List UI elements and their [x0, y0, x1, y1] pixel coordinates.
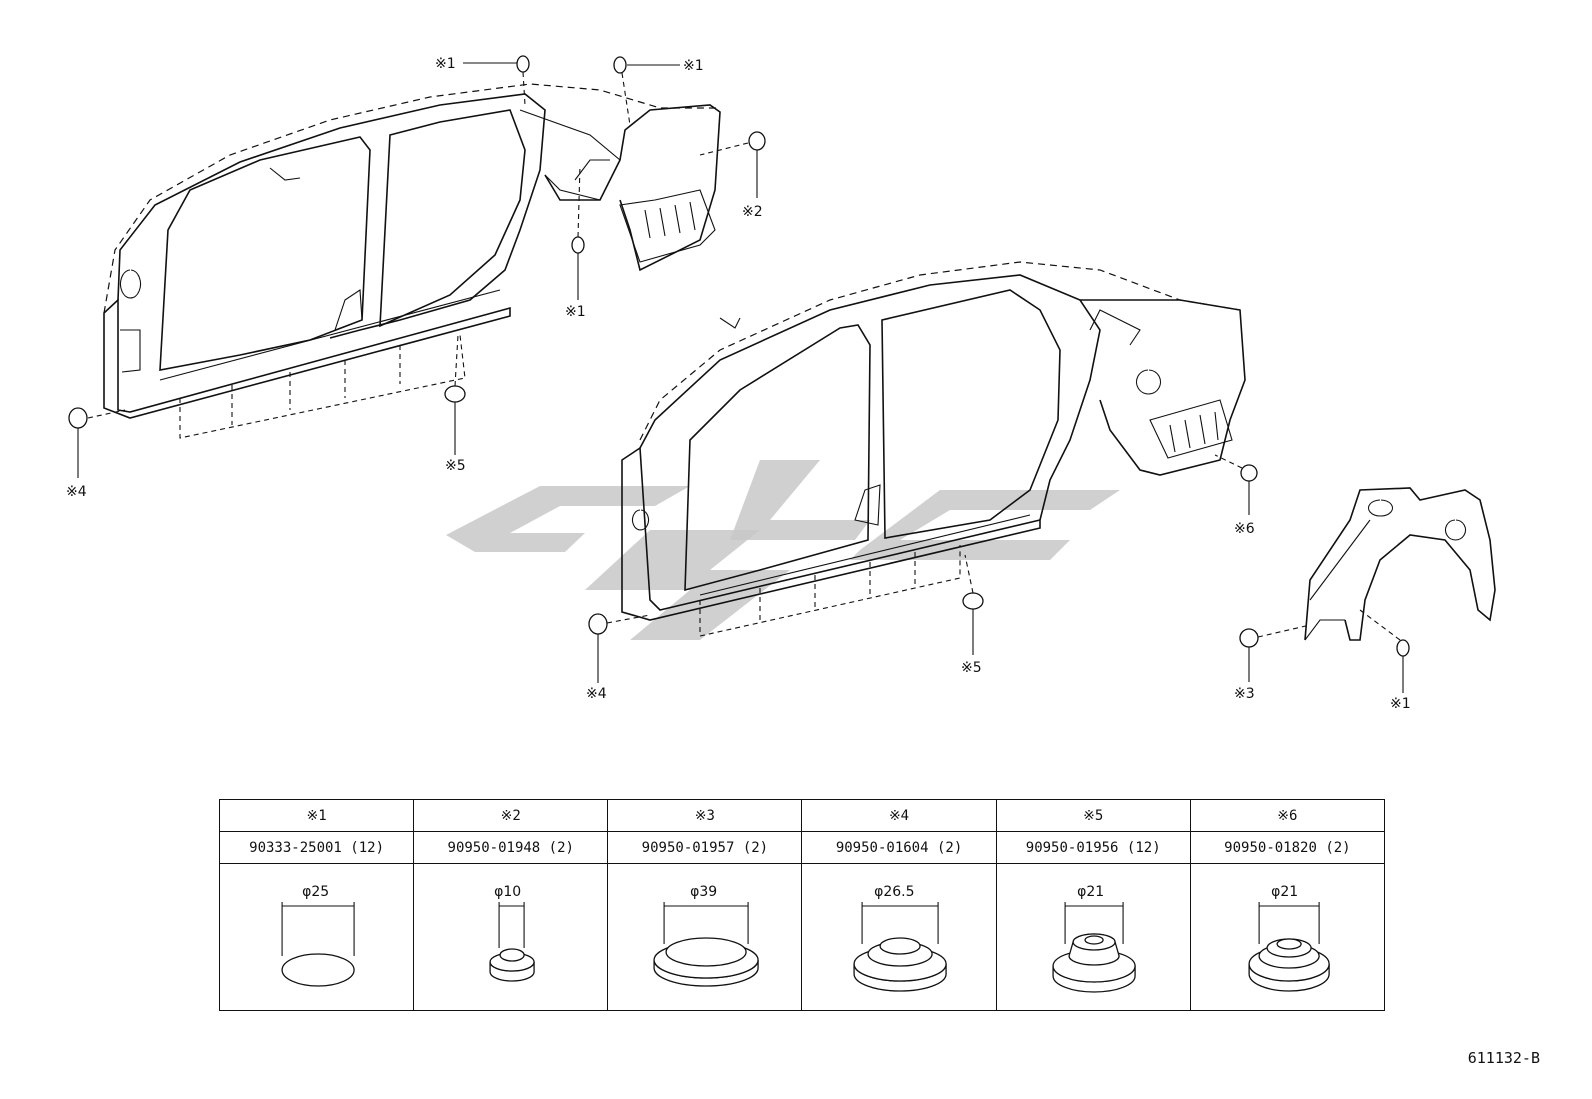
- part-number-1: 90333-25001 (12): [218, 831, 415, 864]
- lower-body-side-panel: [621, 261, 1246, 637]
- part-number-4: 90950-01604 (2): [801, 831, 997, 864]
- part-number-row: 90333-25001 (12) 90950-01948 (2) 90950-0…: [218, 831, 1386, 864]
- ref-cell-4: ※4: [801, 799, 997, 832]
- diameter-label-3: φ39: [690, 884, 717, 900]
- plug-illustration-4: φ26.5: [801, 863, 997, 1011]
- ref-cell-2: ※2: [413, 799, 609, 832]
- callout-2: ※2: [742, 204, 763, 220]
- plug-illustration-3: φ39: [607, 863, 803, 1011]
- plug-markers: [68, 55, 1410, 693]
- diameter-label-4: φ26.5: [875, 884, 915, 900]
- part-number-5: 90950-01956 (12): [995, 831, 1191, 864]
- plug-illustration-1: φ25: [218, 863, 415, 1011]
- callout-4-right: ※4: [586, 686, 607, 702]
- ref-cell-5: ※5: [995, 799, 1191, 832]
- diameter-label-2: φ10: [494, 884, 521, 900]
- part-number-6: 90950-01820 (2): [1189, 831, 1386, 864]
- plug-illustration-6: φ21: [1189, 863, 1386, 1011]
- callout-5-right: ※5: [961, 660, 982, 676]
- part-number-2: 90950-01948 (2): [413, 831, 609, 864]
- ref-cell-6: ※6: [1189, 799, 1386, 832]
- callout-6: ※6: [1234, 521, 1255, 537]
- diameter-label-1: φ25: [302, 884, 329, 900]
- callout-1-wheel: ※1: [1390, 696, 1411, 712]
- part-number-3: 90950-01957 (2): [607, 831, 803, 864]
- plug-illustration-row: φ25 φ10 φ39: [218, 863, 1386, 1011]
- callout-5-left: ※5: [445, 458, 466, 474]
- drawing-number: 611132-B: [1467, 1049, 1540, 1067]
- callout-3: ※3: [1234, 686, 1255, 702]
- table-header-row: ※1 ※2 ※3 ※4 ※5 ※6: [218, 799, 1386, 832]
- callout-1-top-left: ※1: [435, 56, 456, 72]
- callout-4-left: ※4: [66, 484, 87, 500]
- wheel-housing-panel: [1304, 487, 1496, 641]
- diameter-label-6: φ21: [1271, 884, 1298, 900]
- plug-parts-table: ※1 ※2 ※3 ※4 ※5 ※6 90333-25001 (12) 90950…: [218, 799, 1386, 1011]
- callout-1-top-right: ※1: [683, 58, 704, 74]
- callout-1-middle: ※1: [565, 304, 586, 320]
- diameter-label-5: φ21: [1077, 884, 1104, 900]
- upper-body-side-panel: [103, 83, 721, 439]
- plug-illustration-5: φ21: [995, 863, 1191, 1011]
- ref-cell-3: ※3: [607, 799, 803, 832]
- watermark-logo: [446, 460, 1120, 640]
- body-side-diagram: ※1 ※1 ※2 ※1 ※4 ※5 ※6 ※4 ※5 ※3 ※1: [66, 55, 1496, 712]
- ref-cell-1: ※1: [218, 799, 415, 832]
- plug-illustration-2: φ10: [413, 863, 609, 1011]
